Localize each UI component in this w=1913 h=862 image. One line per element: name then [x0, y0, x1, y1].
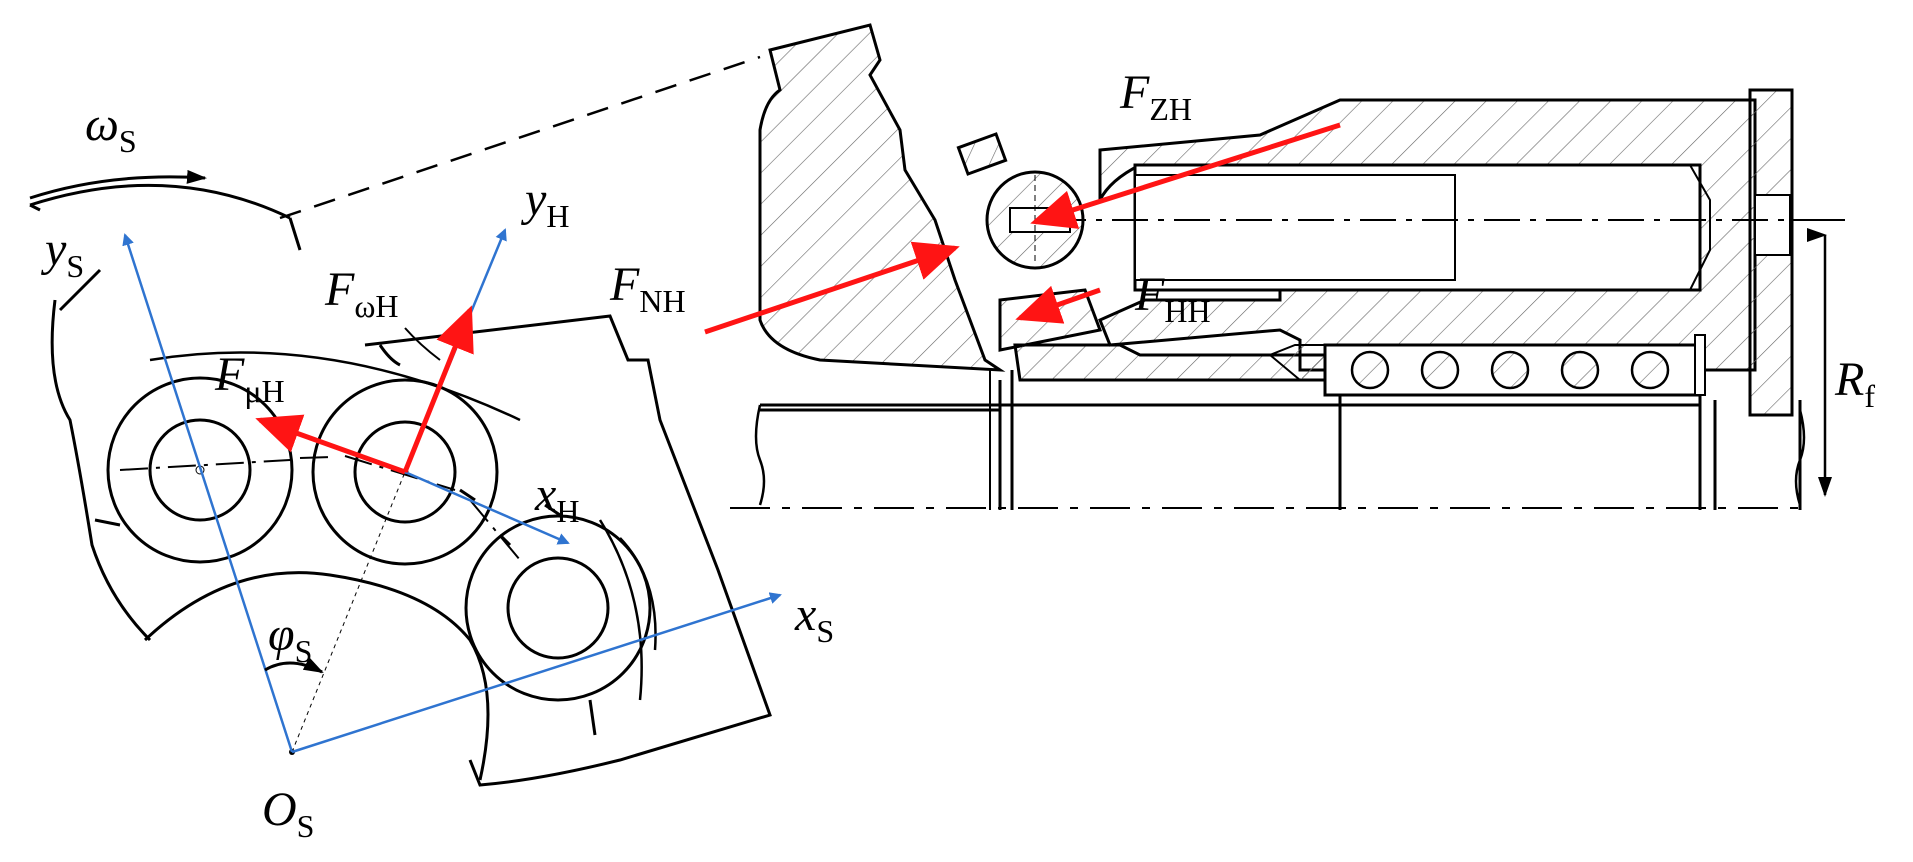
force-f-zh-arrow [1030, 122, 1341, 229]
omega-rotation-arrow [29, 169, 207, 200]
swash-plate [758, 23, 1006, 372]
axial-section-view [730, 23, 1845, 510]
label-f-omega-h: FωH [324, 263, 399, 324]
label-f-mu-h: FμH [214, 348, 285, 409]
pitch-circle-line [119, 455, 521, 561]
piston-bore-2-inner [353, 420, 457, 524]
cylinder-block-view [29, 55, 772, 787]
left-forces [255, 305, 474, 475]
axis-ys [122, 233, 294, 753]
left-break-line [50, 299, 152, 642]
piston-bore-3-inner [506, 556, 610, 660]
cylinder-bore-arc [143, 571, 490, 781]
label-f-nh: FNH [609, 258, 686, 319]
piston-bore-2-outer [311, 378, 499, 566]
label-y-h: yH [520, 173, 569, 234]
label-f-hh: FHH [1134, 268, 1211, 329]
label-y-s: yS [40, 223, 84, 284]
outer-edge-arc [29, 183, 291, 220]
label-x-s: xS [794, 588, 834, 649]
outer-edge-arc-left [29, 203, 41, 212]
force-f-mu-h-arrow [255, 414, 406, 475]
piston-bore-3-outer [464, 514, 652, 702]
force-f-omega-h-arrow [402, 305, 474, 473]
retainer-plate [998, 288, 1103, 352]
right-forces [704, 122, 1341, 335]
piston-bore-1-outer [106, 376, 294, 564]
axis-xh [404, 470, 570, 545]
right-block-outline [364, 314, 772, 787]
force-f-nh-arrow [704, 241, 960, 335]
labels: ωS yS yH xH xS OS φS FωH FμH FNH FZH [40, 66, 1875, 844]
extension-dashed-line [279, 55, 761, 220]
label-r-f: Rf [1834, 353, 1875, 414]
label-phi-s: φS [268, 608, 312, 669]
piston-bore-1-inner [148, 418, 252, 522]
label-x-h: xH [534, 468, 579, 529]
axis-xs [291, 592, 782, 754]
label-omega-s: ωS [85, 98, 137, 159]
force-f-hh-arrow [1015, 285, 1101, 324]
label-o-s: OS [262, 783, 314, 844]
spring-coils [1350, 350, 1670, 390]
phi-angle-arc [264, 657, 324, 674]
label-f-zh: FZH [1119, 66, 1192, 127]
radius-thin-line [291, 471, 406, 753]
